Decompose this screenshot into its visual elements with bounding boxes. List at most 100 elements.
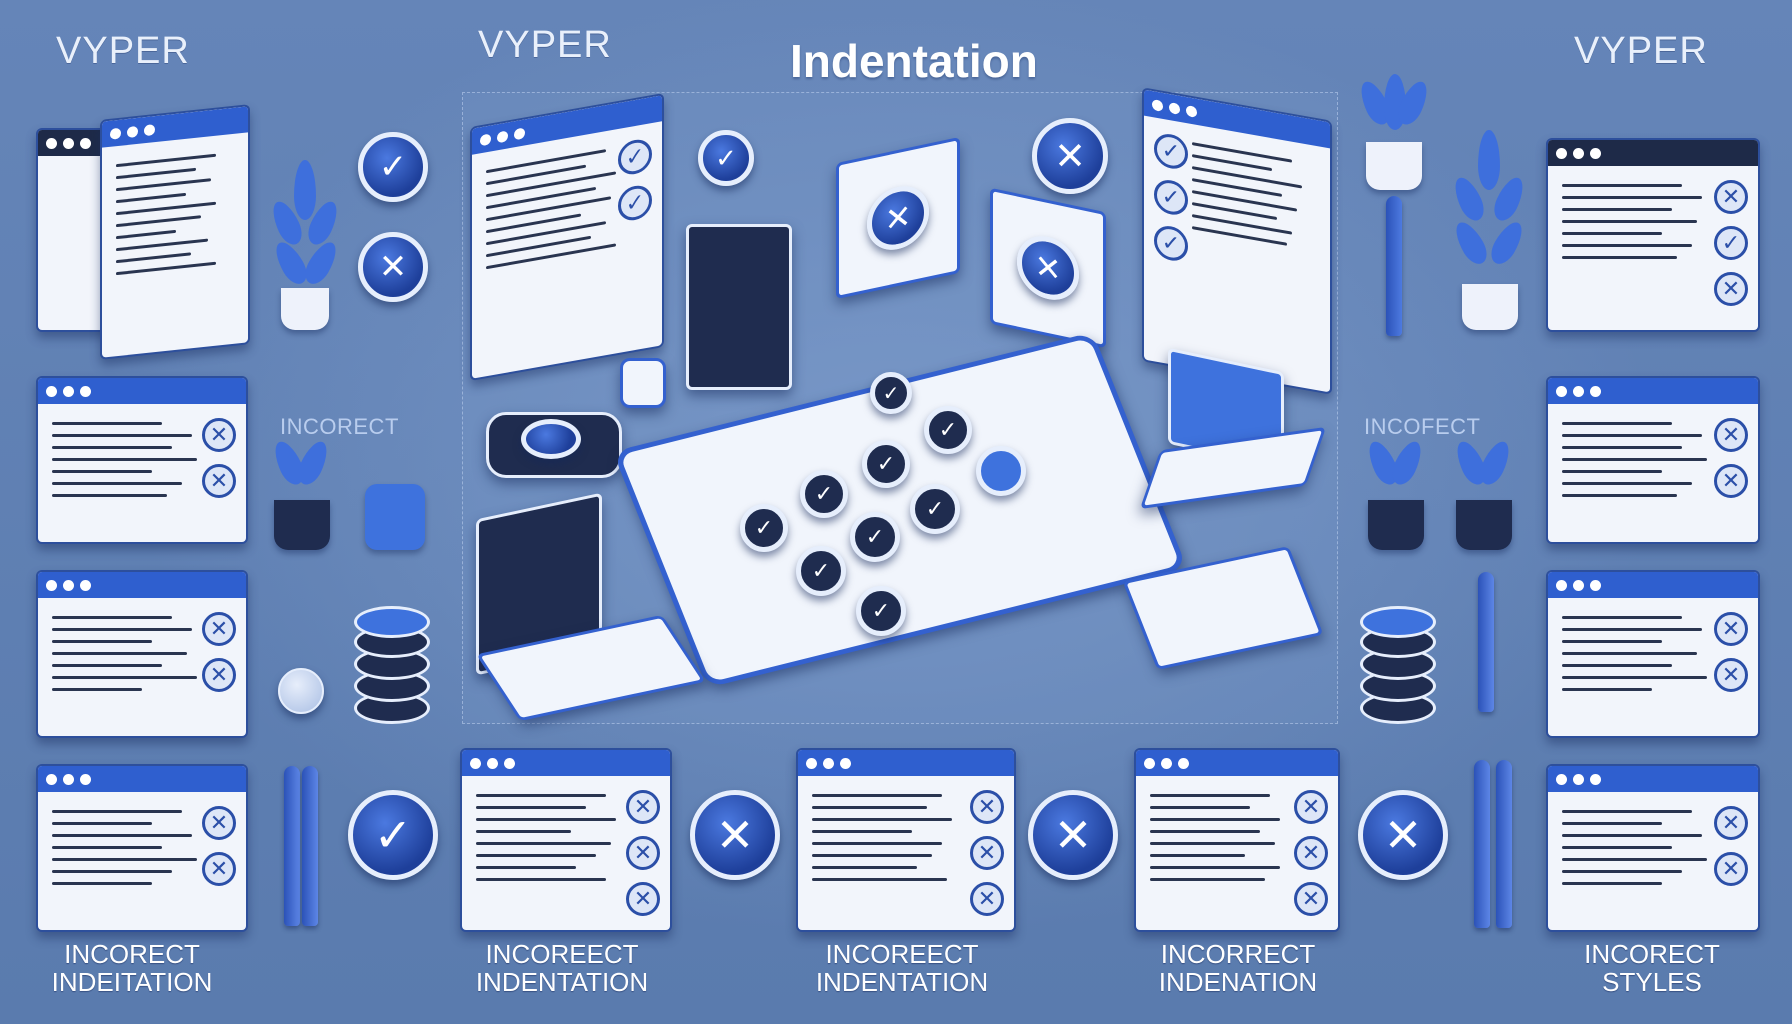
- cross-icon: ✕: [970, 836, 1004, 870]
- caption-1-line2: INDEITATION: [51, 967, 213, 997]
- caption-2-line1: INCOREECT: [485, 939, 639, 969]
- check-icon: ✓: [862, 440, 910, 488]
- check-icon: ✓: [1714, 226, 1748, 260]
- plant-icon: [269, 437, 333, 550]
- check-icon: ✓: [924, 406, 972, 454]
- pad-knob-icon: [521, 419, 581, 459]
- cross-icon: ✕: [1294, 836, 1328, 870]
- monitor-window-left: ✓✓: [470, 92, 664, 382]
- caption-3: INCOREECT INDENTATION: [792, 940, 1012, 996]
- cross-badge-icon: ✕: [1358, 790, 1448, 880]
- database-stack-icon: [1360, 606, 1440, 726]
- code-window-right-1: ✕ ✓ ✕: [1546, 138, 1760, 332]
- cross-icon: ✕: [626, 836, 660, 870]
- plant-icon: [1363, 437, 1428, 550]
- check-icon: ✓: [796, 546, 846, 596]
- code-window-left-4: ✕✕: [36, 764, 248, 932]
- pen-icon: [1386, 196, 1402, 336]
- plant-icon: [267, 140, 343, 330]
- check-icon: ✓: [1154, 177, 1188, 218]
- pen-icon: [284, 766, 300, 926]
- plant-icon: [1354, 74, 1434, 190]
- brand-text-left-1: VYPER: [56, 30, 190, 72]
- cross-icon: ✕: [1714, 272, 1748, 306]
- caption-1: INCORECT INDEITATION: [22, 940, 242, 996]
- cross-icon: ✕: [1714, 658, 1748, 692]
- caption-4: INCORRECT INDENATION: [1128, 940, 1348, 996]
- cross-badge-icon: ✕: [867, 180, 929, 256]
- pen-icon: [1496, 760, 1512, 928]
- check-icon: ✓: [870, 372, 912, 414]
- cross-icon: ✕: [1714, 464, 1748, 498]
- cross-icon: ✕: [1714, 852, 1748, 886]
- caption-5: INCORECT STYLES: [1542, 940, 1762, 996]
- cross-icon: ✕: [202, 612, 236, 646]
- database-stack-icon: [354, 606, 434, 726]
- caption-2: INCOREECT INDENTATION: [452, 940, 672, 996]
- cross-icon: ✕: [202, 658, 236, 692]
- cross-icon: ✕: [202, 806, 236, 840]
- cross-icon: ✕: [202, 418, 236, 452]
- code-window-front: [100, 104, 250, 360]
- caption-2-line2: INDENTATION: [475, 967, 649, 997]
- caption-5-line1: INCORECT: [1584, 939, 1720, 969]
- check-icon: ✓: [800, 470, 848, 518]
- caption-5-line2: STYLES: [1602, 967, 1702, 997]
- button-pad-icon: [486, 412, 622, 478]
- cross-badge-icon: ✕: [358, 232, 428, 302]
- check-badge-icon: ✓: [698, 130, 754, 186]
- side-label-right: INCOFECT: [1364, 414, 1481, 439]
- code-window-bottom-1: ✕ ✕ ✕: [460, 748, 672, 932]
- cross-icon: ✕: [1714, 180, 1748, 214]
- check-icon: ✓: [1154, 223, 1188, 264]
- cross-icon: ✕: [1714, 418, 1748, 452]
- small-device-icon: [620, 358, 666, 408]
- code-window-left-2: ✕✕: [36, 376, 248, 544]
- check-icon: ✓: [850, 512, 900, 562]
- code-window-bottom-3: ✕ ✕ ✕: [1134, 748, 1340, 932]
- cross-icon: ✕: [970, 882, 1004, 916]
- cross-icon: ✕: [626, 882, 660, 916]
- check-badge-icon: ✓: [358, 132, 428, 202]
- code-window-left-3: ✕✕: [36, 570, 248, 738]
- pen-icon: [1474, 760, 1490, 928]
- cross-icon: ✕: [1714, 806, 1748, 840]
- cross-badge-icon: ✕: [1017, 230, 1079, 306]
- check-icon: ✓: [618, 183, 652, 224]
- sphere-icon: [278, 668, 324, 714]
- check-icon: ✓: [618, 137, 652, 178]
- cross-badge-icon: ✕: [1028, 790, 1118, 880]
- caption-3-line1: INCOREECT: [825, 939, 979, 969]
- code-window-right-4: ✕✕: [1546, 764, 1760, 932]
- check-icon: ✓: [740, 504, 788, 552]
- cross-icon: ✕: [1714, 612, 1748, 646]
- brand-text-right: VYPER: [1574, 30, 1708, 72]
- caption-3-line2: INDENTATION: [815, 967, 989, 997]
- cross-badge-icon: ✕: [690, 790, 780, 880]
- caption-4-line2: INDENATION: [1158, 967, 1318, 997]
- code-window-right-3: ✕✕: [1546, 570, 1760, 738]
- caption-1-line1: INCORECT: [64, 939, 200, 969]
- plant-icon: [1449, 130, 1530, 330]
- pen-icon: [1478, 572, 1494, 712]
- cross-card-right: ✕: [990, 187, 1106, 349]
- caption-4-line1: INCORRECT: [1160, 939, 1316, 969]
- blank-key-icon: [976, 446, 1026, 496]
- brand-text-left-2: VYPER: [478, 24, 612, 66]
- check-icon: ✓: [856, 586, 906, 636]
- cross-icon: ✕: [1294, 882, 1328, 916]
- plant-icon: [1451, 437, 1516, 550]
- check-badge-icon: ✓: [348, 790, 438, 880]
- side-label-left: INCORECT: [280, 414, 399, 439]
- check-icon: ✓: [1154, 131, 1188, 172]
- cross-icon: ✕: [1294, 790, 1328, 824]
- cross-card-left: ✕: [836, 136, 960, 300]
- page-title: Indentation: [790, 35, 1038, 87]
- cross-icon: ✕: [202, 852, 236, 886]
- cross-icon: ✕: [626, 790, 660, 824]
- check-icon: ✓: [910, 484, 960, 534]
- jar-icon: [360, 450, 430, 550]
- cross-icon: ✕: [970, 790, 1004, 824]
- code-window-bottom-2: ✕ ✕ ✕: [796, 748, 1016, 932]
